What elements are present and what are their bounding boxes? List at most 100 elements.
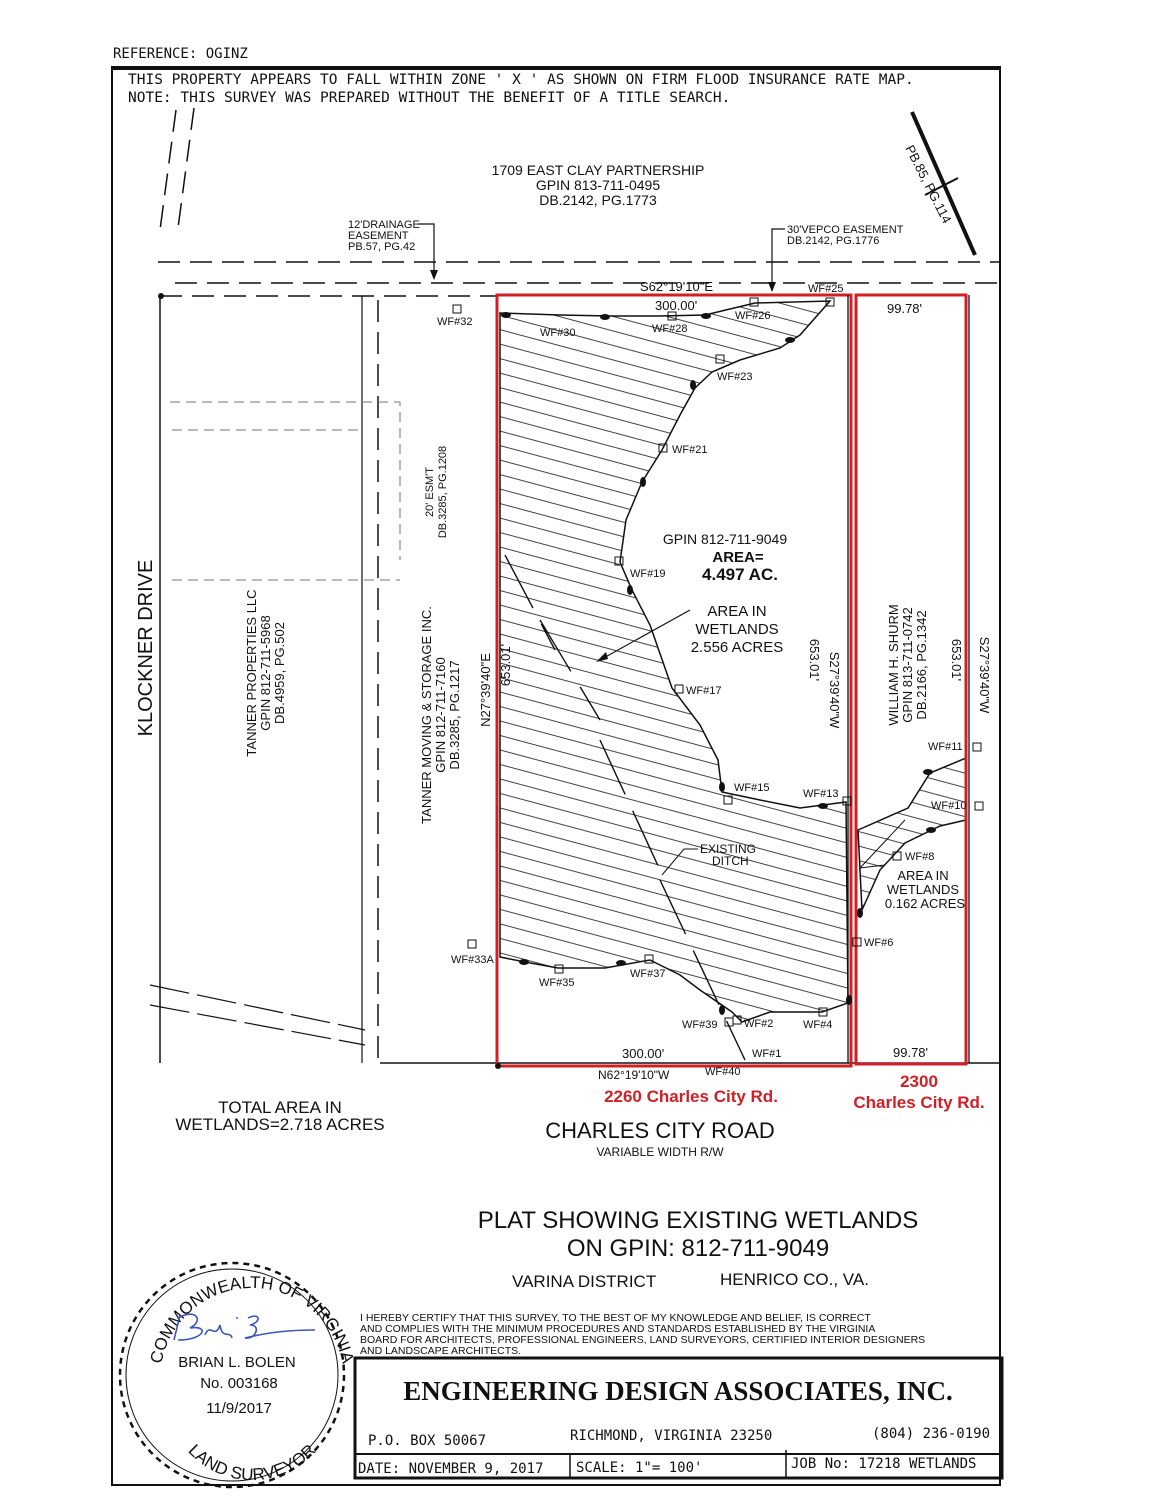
wf-label: WF#32 xyxy=(437,316,472,328)
wf-label: WF#39 xyxy=(682,1019,717,1031)
parcel-2260-outline xyxy=(495,293,853,1068)
owner-name: 1709 EAST CLAY PARTNERSHIP xyxy=(492,162,705,178)
wf-label: WF#4 xyxy=(803,1019,832,1031)
wf-label: WF#28 xyxy=(652,323,687,335)
esmt-label: 20' ESM'T DB.3285, PG.1208 xyxy=(424,446,449,538)
south-strip-distance: 99.78' xyxy=(893,1045,928,1060)
tm-line1: TANNER MOVING & STORAGE INC. xyxy=(419,606,434,824)
charles-city-road-label: CHARLES CITY ROAD xyxy=(545,1118,774,1143)
county-label: HENRICO CO., VA. xyxy=(720,1270,869,1289)
esmt-line2: DB.3285, PG.1208 xyxy=(437,446,449,538)
company-name: ENGINEERING DESIGN ASSOCIATES, INC. xyxy=(403,1376,952,1406)
address-2260: 2260 Charles City Rd. xyxy=(604,1087,778,1106)
company-po-box: P.O. BOX 50067 xyxy=(368,1433,486,1449)
tm-line3: DB.3285, PG.1217 xyxy=(447,660,462,769)
wf-label: WF#40 xyxy=(705,1066,740,1078)
tw-line1: TOTAL AREA IN xyxy=(218,1098,341,1117)
shurm-line3: DB.2166, PG.1342 xyxy=(914,610,929,719)
subject-parcel-label: GPIN 812-711-9049 AREA= 4.497 AC. xyxy=(663,531,787,584)
vepco-easement-label: 30'VEPCO EASEMENT DB.2142, PG.1776 xyxy=(768,224,904,292)
tp-line2: GPIN 812-711-5968 xyxy=(258,615,273,730)
wetlands-area-strip xyxy=(857,756,967,911)
cert-line: AND LANDSCAPE ARCHITECTS. xyxy=(360,1345,521,1357)
drainage-line2: EASEMENT xyxy=(348,230,409,242)
south-main-distance: 300.00' xyxy=(622,1046,664,1061)
wf-label: WF#17 xyxy=(686,685,721,697)
west-bearing: N27°39'40"E xyxy=(478,653,493,727)
drainage-line1: 12'DRAINAGE xyxy=(348,219,420,231)
reference-label: REFERENCE: OGINZ xyxy=(113,46,248,62)
wf-label: WF#26 xyxy=(735,310,770,322)
total-wetlands-label: TOTAL AREA IN WETLANDS=2.718 ACRES xyxy=(175,1098,384,1134)
north-main-distance: 300.00' xyxy=(655,298,697,313)
subject-area: 4.497 AC. xyxy=(702,565,778,584)
shurm-line2: GPIN 813-711-0742 xyxy=(900,607,915,722)
wf-label: WF#23 xyxy=(717,371,752,383)
wf-label: WF#13 xyxy=(803,788,838,800)
wf-label: WF#30 xyxy=(540,327,575,339)
wf-label: WF#37 xyxy=(630,968,665,980)
flood-zone-note: THIS PROPERTY APPEARS TO FALL WITHIN ZON… xyxy=(128,72,914,88)
subject-area-label: AREA= xyxy=(712,549,764,566)
wm-line2: WETLANDS xyxy=(695,621,778,638)
surveyor-seal: COMMONWEALTH OF VIRGINIA LAND SURVEYOR B… xyxy=(118,1261,358,1489)
flag-marker-icons xyxy=(452,297,984,1027)
wf-label: WF#25 xyxy=(808,283,843,295)
wf-label: WF#11 xyxy=(928,741,963,753)
ws-line1: AREA IN xyxy=(897,868,948,883)
east-strip-bearing: S27°39'40"W xyxy=(977,637,992,714)
wetlands-main-label: AREA IN WETLANDS 2.556 ACRES xyxy=(596,603,783,662)
vepco-line2: DB.2142, PG.1776 xyxy=(787,235,879,247)
ditch-line1: EXISTING xyxy=(700,842,756,856)
plat-scale: SCALE: 1"= 100' xyxy=(576,1460,702,1476)
cert-line: AND COMPLIES WITH THE MINIMUM PROCEDURES… xyxy=(360,1323,875,1335)
wf-label: WF#10 xyxy=(931,800,966,812)
wf-label: WF#15 xyxy=(734,782,769,794)
north-bearing: S62°19'10"E xyxy=(640,279,713,294)
wf-label: WF#8 xyxy=(905,851,934,863)
tm-line2: GPIN 812-711-7160 xyxy=(433,657,448,772)
parcel-2300-outline xyxy=(854,293,968,1066)
wf-label: WF#6 xyxy=(864,937,893,949)
seal-name: BRIAN L. BOLEN xyxy=(178,1354,296,1371)
tanner-moving-label: TANNER MOVING & STORAGE INC. GPIN 812-71… xyxy=(419,606,462,824)
east-bearing: S27°39'40"W xyxy=(827,652,842,729)
ditch-line2: DITCH xyxy=(712,854,749,868)
klockner-drive-label: KLOCKNER DRIVE xyxy=(135,560,157,737)
tp-line3: DB.4959, PG.502 xyxy=(272,622,287,724)
north-strip-distance: 99.78' xyxy=(887,301,922,316)
title-search-note: NOTE: THIS SURVEY WAS PREPARED WITHOUT T… xyxy=(128,90,730,106)
ws-line3: 0.162 ACRES xyxy=(885,896,966,911)
title-block: ENGINEERING DESIGN ASSOCIATES, INC. P.O.… xyxy=(353,1356,1004,1480)
drainage-line3: PB.57, PG.42 xyxy=(348,241,415,253)
north-owner-label: 1709 EAST CLAY PARTNERSHIP GPIN 813-711-… xyxy=(492,162,705,208)
wm-line3: 2.556 ACRES xyxy=(691,639,784,656)
road-width-note: VARIABLE WIDTH R/W xyxy=(596,1145,724,1159)
plat-subtitle: ON GPIN: 812-711-9049 xyxy=(567,1235,829,1262)
surveyor-signature xyxy=(173,1313,316,1341)
tp-line1: TANNER PROPERTIES LLC xyxy=(244,589,259,756)
vepco-line1: 30'VEPCO EASEMENT xyxy=(787,224,904,236)
ws-line2: WETLANDS xyxy=(887,882,960,897)
wetland-flags: WF#32 WF#30 WF#28 WF#26 WF#25 WF#23 WF#2… xyxy=(437,283,966,1078)
address-2300-number: 2300 xyxy=(900,1072,938,1091)
wetlands-strip-label: AREA IN WETLANDS 0.162 ACRES xyxy=(858,819,966,911)
esmt-line1: 20' ESM'T xyxy=(424,467,436,517)
plat-title: PLAT SHOWING EXISTING WETLANDS xyxy=(478,1207,919,1234)
plat-date: DATE: NOVEMBER 9, 2017 xyxy=(358,1461,543,1477)
tanner-properties-label: TANNER PROPERTIES LLC GPIN 812-711-5968 … xyxy=(244,589,287,756)
seal-date: 11/9/2017 xyxy=(206,1400,272,1417)
wetland-flag-dots xyxy=(501,312,936,1015)
seal-number: No. 003168 xyxy=(200,1375,278,1392)
wf-label: WF#2 xyxy=(744,1018,773,1030)
existing-ditch-line xyxy=(504,554,746,1061)
wf-label: WF#35 xyxy=(539,977,574,989)
east-distance: 653.01' xyxy=(807,639,822,681)
job-number: JOB No: 17218 WETLANDS xyxy=(791,1456,976,1472)
drainage-easement-label: 12'DRAINAGE EASEMENT PB.57, PG.42 xyxy=(348,219,438,280)
old-road-lines xyxy=(159,107,195,231)
tw-line2: WETLANDS=2.718 ACRES xyxy=(175,1115,384,1134)
subject-gpin: GPIN 812-711-9049 xyxy=(663,531,787,547)
certification-statement: I HEREBY CERTIFY THAT THIS SURVEY, TO TH… xyxy=(360,1312,925,1357)
